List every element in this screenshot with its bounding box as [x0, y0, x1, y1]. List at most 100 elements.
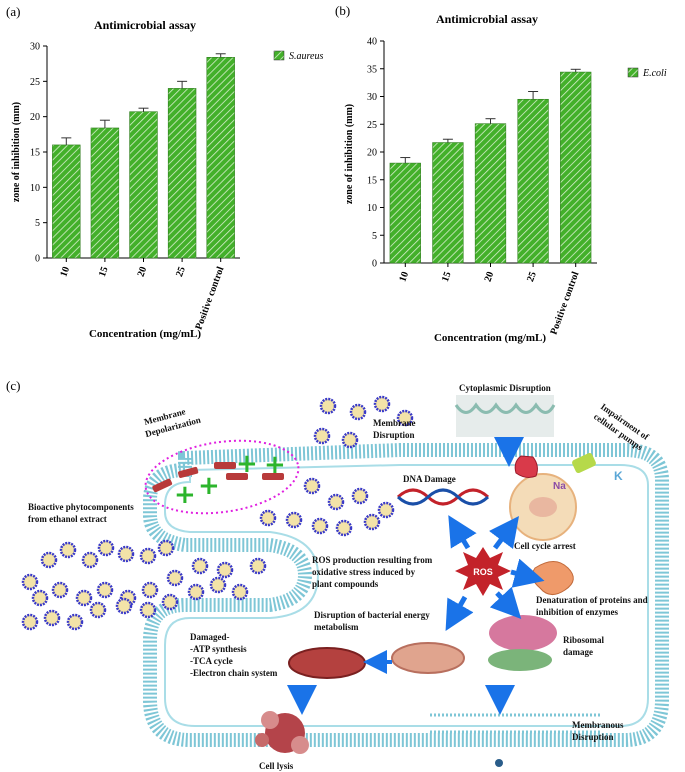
phytocomponent-particle — [191, 557, 209, 575]
y-tick-label: 35 — [367, 64, 377, 75]
phytocomponent-particle — [341, 431, 359, 449]
label-membrane-disruption: Membrane Disruption — [373, 418, 418, 440]
phytocomponent-particle — [21, 613, 39, 631]
y-tick-label: 10 — [30, 183, 40, 194]
y-tick-label: 0 — [35, 254, 40, 265]
label-line: damage — [563, 647, 593, 657]
phytocomponent-particle — [349, 403, 367, 421]
panel-label-a: (a) — [6, 4, 20, 19]
minus-charge — [262, 473, 284, 480]
label-cytoplasmic-disruption: Cytoplasmic Disruption — [459, 383, 551, 393]
chart-a-ylabel: zone of inhibition (mm) — [11, 102, 22, 202]
bar — [474, 123, 507, 264]
cell-membrane-inner — [164, 464, 649, 727]
plus-charge: + — [236, 449, 258, 479]
panel-label-b: (b) — [335, 3, 350, 18]
y-tick-label: 15 — [367, 175, 377, 186]
phytocomponent-particle — [141, 581, 159, 599]
label-denaturation: Denaturation of proteins and inhibition … — [536, 595, 650, 617]
phytocomponent-particle — [43, 609, 61, 627]
bar — [52, 144, 81, 259]
phytocomponent-particle — [66, 613, 84, 631]
legend-label-b: E.coli — [642, 68, 667, 79]
legend-label-a: S.aureus — [289, 51, 323, 62]
phytocomponent-particle — [231, 583, 249, 601]
y-tick-label: 5 — [35, 218, 40, 229]
dna-strand — [396, 488, 490, 506]
chart-b-title: Antimicrobial assay — [436, 12, 538, 26]
phytocomponent-particle — [166, 569, 184, 587]
y-tick-label: 40 — [367, 37, 377, 48]
minus-charge — [152, 478, 173, 493]
label-ros-production: ROS production resulting from oxidative … — [312, 555, 435, 589]
bar — [206, 57, 235, 259]
phytocomponent-particle — [161, 593, 179, 611]
label-impairment: Impairment of cellular pumps — [592, 401, 653, 453]
label-line: Membrane — [373, 418, 416, 428]
diagram-c: (c) + + + + ROS — [6, 378, 669, 771]
arrow — [489, 516, 519, 550]
arrow — [445, 595, 474, 632]
bar — [560, 71, 592, 264]
phytocomponent-particle — [81, 551, 99, 569]
y-tick-label: 25 — [367, 120, 377, 131]
label-line: metabolism — [314, 622, 359, 632]
dna-strand — [396, 488, 490, 506]
phytocomponent-particle — [139, 601, 157, 619]
phytocomponent-particle — [351, 487, 369, 505]
y-tick-label: 20 — [30, 112, 40, 123]
bar — [129, 111, 158, 259]
x-tick-label: 25 — [525, 270, 539, 283]
phytocomponent-particle — [139, 547, 157, 565]
label-line: Ribosomal — [563, 635, 605, 645]
phytocomponent-particle — [40, 551, 58, 569]
label-line: Disruption — [572, 732, 614, 742]
panel-label-c: (c) — [6, 378, 20, 393]
x-tick-label: 25 — [174, 265, 188, 278]
cell-lysis-blob — [261, 711, 279, 729]
phytocomponent-particle — [327, 493, 345, 511]
phytocomponent-particle — [89, 601, 107, 619]
label-line: from ethanol extract — [28, 514, 107, 524]
label-line: inhibition of enzymes — [536, 607, 619, 617]
label-line: Damaged- — [190, 632, 230, 642]
phytocomponent-particle — [187, 583, 205, 601]
phytocomponent-particle — [377, 501, 395, 519]
phytocomponent-particle — [96, 581, 114, 599]
y-tick-label: 30 — [30, 42, 40, 53]
y-tick-label: 10 — [367, 203, 377, 214]
label-line: ROS production resulting from — [312, 555, 433, 565]
cell-lysis-blob — [255, 733, 269, 747]
phytocomponent-particles — [21, 395, 414, 631]
ribosome-small — [488, 649, 552, 671]
ros-label: ROS — [473, 567, 493, 577]
label-cell-lysis: Cell lysis — [259, 761, 294, 771]
chart-b-ylabel: zone of inhibition (mm) — [344, 104, 355, 204]
phytocomponent-particle — [335, 519, 353, 537]
label-line: -TCA cycle — [190, 656, 233, 666]
phytocomponent-particle — [115, 597, 133, 615]
ribosome-large — [489, 615, 557, 651]
x-tick-label: Positive control — [549, 270, 582, 336]
x-tick-label: 10 — [58, 265, 72, 278]
label-line: Disruption of bacterial energy — [314, 610, 430, 620]
label-damaged: Damaged- -ATP synthesis -TCA cycle -Elec… — [190, 632, 278, 678]
phytocomponent-particle — [303, 477, 321, 495]
y-tick-label: 0 — [372, 259, 377, 270]
cell-nucleus — [529, 497, 557, 517]
phytocomponent-particle — [396, 409, 414, 427]
phytocomponent-particle — [31, 589, 49, 607]
depolarization-ellipse — [144, 439, 300, 515]
label-line: Denaturation of proteins and — [536, 595, 648, 605]
label-line: -Electron chain system — [190, 668, 278, 678]
phytocomponent-particle — [157, 539, 175, 557]
y-tick-label: 5 — [372, 231, 377, 242]
chart-b-xlabel: Concentration (mg/mL) — [434, 332, 546, 344]
chart-b-legend: E.coli — [627, 67, 667, 79]
ros-star — [455, 547, 511, 596]
legend-swatch-a — [273, 50, 285, 61]
phytocomponent-particle — [259, 509, 277, 527]
phytocomponent-particle — [373, 395, 391, 413]
y-tick-label: 15 — [30, 148, 40, 159]
